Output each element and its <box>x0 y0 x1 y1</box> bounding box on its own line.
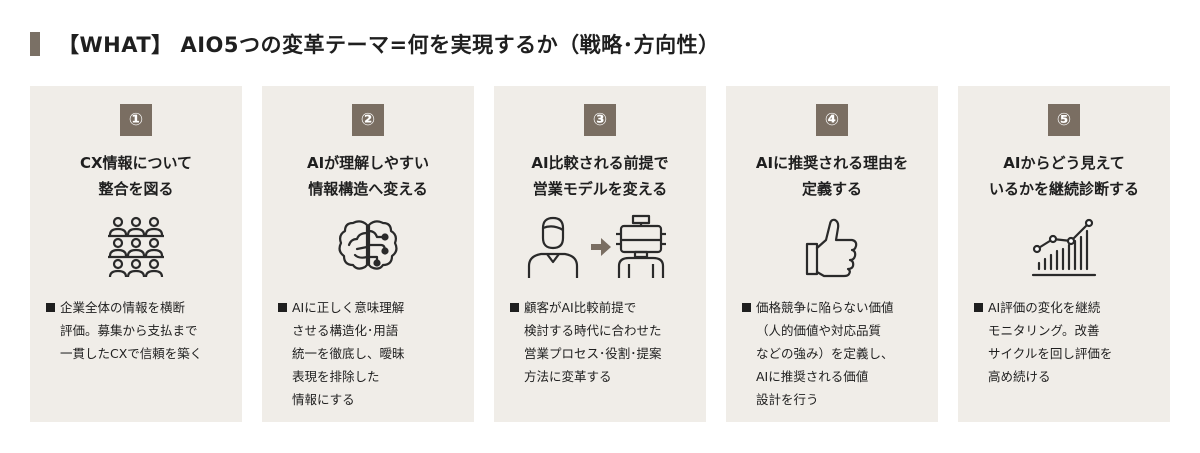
card-title: AIが理解しやすい 情報構造へ変える <box>268 150 468 202</box>
bullet-square-icon <box>278 303 287 312</box>
desc-line: 検討する時代に合わせた <box>524 323 662 338</box>
card-title-line: 定義する <box>801 180 862 198</box>
card-title-line: CX情報について <box>79 154 193 172</box>
card-title-line: AIに推奨される理由を <box>755 154 909 172</box>
desc-line: （人的価値や対応品質 <box>756 323 882 338</box>
desc-line: などの強み）を定義し、 <box>756 346 894 361</box>
growth-chart-icon <box>1031 218 1097 277</box>
desc-line: させる構造化･用語 <box>292 323 399 338</box>
theme-card-5: ⑤ AIからどう見えて いるかを継続診断する <box>958 86 1170 422</box>
card-description: AI評価の変化を継続 モニタリング。改善 サイクルを回し評価を 高め続ける <box>974 296 1164 388</box>
desc-line: 高め続ける <box>988 369 1051 384</box>
number-label: ① <box>128 109 144 130</box>
thumbs-up-icon <box>805 218 858 278</box>
desc-line: 方法に変革する <box>524 369 612 384</box>
desc-line: AIに推奨される価値 <box>756 369 869 384</box>
desc-line: 統一を徹底し、曖昧 <box>292 346 405 361</box>
bullet-square-icon <box>742 303 751 312</box>
number-badge: ④ <box>816 104 848 136</box>
person-to-robot-icon <box>527 214 666 278</box>
desc-line: サイクルを回し評価を <box>988 346 1113 361</box>
card-title-line: AIからどう見えて <box>1003 154 1125 172</box>
card-title: AIからどう見えて いるかを継続診断する <box>964 150 1164 202</box>
card-title-line: 情報構造へ変える <box>308 180 428 198</box>
page-title: 【WHAT】 AIO5つの変革テーマ=何を実現するか（戦略･方向性） <box>58 33 720 57</box>
desc-line: モニタリング。改善 <box>988 323 1100 338</box>
card-title: AI比較される前提で 営業モデルを変える <box>500 150 700 202</box>
desc-line: 表現を排除した <box>292 369 380 384</box>
page-header: 【WHAT】 AIO5つの変革テーマ=何を実現するか（戦略･方向性） <box>30 30 720 58</box>
bullet-square-icon <box>974 303 983 312</box>
card-description: 価格競争に陥らない価値 （人的価値や対応品質 などの強み）を定義し、 AIに推奨… <box>742 296 932 411</box>
number-badge: ⑤ <box>1048 104 1080 136</box>
number-label: ⑤ <box>1056 109 1072 130</box>
theme-card-4: ④ AIに推奨される理由を 定義する 価格競争に陥らない価値 （人的価値や対応品… <box>726 86 938 422</box>
card-title-line: AIが理解しやすい <box>306 154 430 172</box>
number-badge: ③ <box>584 104 616 136</box>
theme-card-1: ① CX情報について 整合を図る 企業全体の情報を横断 評価。募集から支払まで … <box>30 86 242 422</box>
desc-line: 顧客がAI比較前提で <box>524 300 637 315</box>
card-title-line: 整合を図る <box>98 180 174 198</box>
number-label: ③ <box>592 109 608 130</box>
number-badge: ① <box>120 104 152 136</box>
number-badge: ② <box>352 104 384 136</box>
card-description: AIに正しく意味理解 させる構造化･用語 統一を徹底し、曖昧 表現を排除した 情… <box>278 296 468 411</box>
desc-line: 営業プロセス･役割･提案 <box>524 346 662 361</box>
card-title-line: 営業モデルを変える <box>532 180 668 198</box>
bullet-square-icon <box>46 303 55 312</box>
card-title-line: いるかを継続診断する <box>988 180 1139 198</box>
title-accent-bar <box>30 32 40 56</box>
desc-line: 一貫したCXで信頼を築く <box>60 346 203 361</box>
theme-card-2: ② AIが理解しやすい 情報構造へ変える AIに正しく意味理解 させる構造化･用… <box>262 86 474 422</box>
desc-line: 設計を行う <box>756 392 819 407</box>
number-label: ② <box>360 109 376 130</box>
card-title-line: AI比較される前提で <box>531 154 669 172</box>
brain-icon <box>338 220 398 270</box>
bullet-square-icon <box>510 303 519 312</box>
theme-cards: ① CX情報について 整合を図る 企業全体の情報を横断 評価。募集から支払まで … <box>30 86 1170 422</box>
desc-line: AIに正しく意味理解 <box>292 300 405 315</box>
theme-card-3: ③ AI比較される前提で 営業モデルを変える <box>494 86 706 422</box>
card-title: CX情報について 整合を図る <box>36 150 236 202</box>
people-group-icon <box>108 216 164 278</box>
card-description: 企業全体の情報を横断 評価。募集から支払まで 一貫したCXで信頼を築く <box>46 296 236 365</box>
desc-line: 価格競争に陥らない価値 <box>756 300 894 315</box>
desc-line: 企業全体の情報を横断 <box>60 300 186 315</box>
desc-line: 評価。募集から支払まで <box>60 323 198 338</box>
desc-line: 情報にする <box>292 392 355 407</box>
desc-line: AI評価の変化を継続 <box>988 300 1101 315</box>
card-title: AIに推奨される理由を 定義する <box>732 150 932 202</box>
number-label: ④ <box>824 109 840 130</box>
card-description: 顧客がAI比較前提で 検討する時代に合わせた 営業プロセス･役割･提案 方法に変… <box>510 296 700 388</box>
